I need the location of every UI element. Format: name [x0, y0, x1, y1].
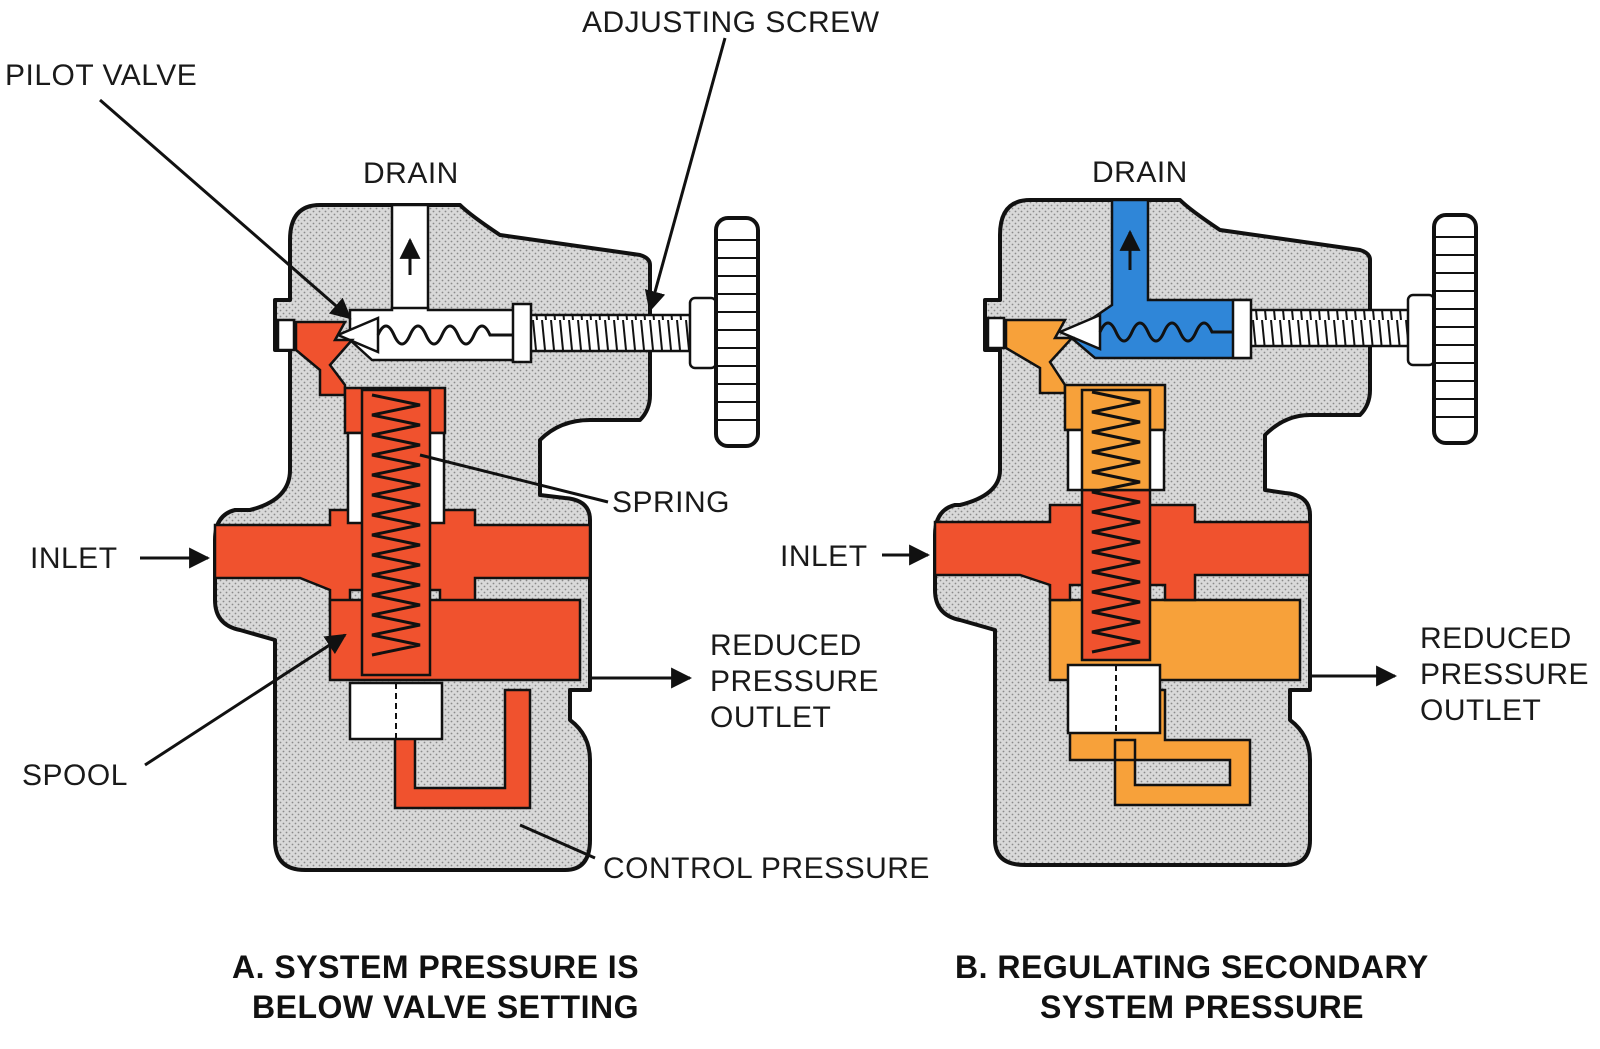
valve-a-screw-collar — [511, 302, 533, 364]
spring-icon — [376, 324, 512, 346]
label-inlet-b: INLET — [780, 540, 868, 573]
caption-a-line2: BELOW VALVE SETTING — [252, 989, 639, 1025]
label-pilot-valve: PILOT VALVE — [5, 59, 197, 92]
valve-b-spool-bore-top — [1080, 388, 1152, 492]
label-outlet-a-1: REDUCED — [710, 629, 862, 662]
valve-a-spool-lower — [348, 681, 444, 741]
valve-a-spool-bore — [360, 388, 432, 677]
valve-b-knob-hub — [1406, 293, 1436, 367]
label-outlet-b-1: REDUCED — [1420, 622, 1572, 655]
valve-a-left-plug — [276, 318, 296, 352]
valve-b-left-plug — [986, 316, 1006, 350]
label-adjusting-screw: ADJUSTING SCREW — [582, 6, 880, 39]
caption-b-line1: B. REGULATING SECONDARY — [955, 949, 1429, 985]
label-control-pressure: CONTROL PRESSURE — [603, 852, 930, 885]
label-outlet-a-3: OUTLET — [710, 701, 831, 734]
spring-icon — [1098, 321, 1232, 343]
valve-b-screw-collar — [1231, 298, 1253, 360]
label-outlet-b-2: PRESSURE — [1420, 658, 1589, 691]
knob-icon — [714, 216, 760, 448]
label-spring: SPRING — [612, 486, 730, 519]
valve-a — [213, 203, 760, 872]
valve-b-leaders — [882, 544, 1398, 687]
valve-a-knob-hub — [688, 296, 718, 370]
valve-a-leaders — [99, 37, 727, 860]
valve-b-screw-thread — [1246, 308, 1418, 348]
label-drain-b: DRAIN — [1092, 156, 1188, 189]
label-spool: SPOOL — [22, 759, 128, 792]
valve-a-screw-thread — [526, 313, 700, 353]
caption-a-line1: A. SYSTEM PRESSURE IS — [232, 949, 639, 985]
label-drain-a: DRAIN — [363, 157, 459, 190]
spring-icon — [1091, 390, 1141, 654]
valve-b-knob-ridges — [1434, 236, 1476, 418]
valve-b-spool-lower — [1066, 663, 1162, 735]
caption-b-line2: SYSTEM PRESSURE — [1040, 989, 1364, 1025]
valve-a-pilot-chamber — [348, 306, 532, 362]
knob-icon — [1432, 213, 1478, 445]
label-outlet-b-3: OUTLET — [1420, 694, 1541, 727]
spring-icon — [371, 393, 421, 657]
valve-b — [933, 198, 1478, 867]
label-outlet-a-2: PRESSURE — [710, 665, 879, 698]
valve-a-knob-ridges — [716, 239, 758, 421]
label-inlet-a: INLET — [30, 542, 118, 575]
